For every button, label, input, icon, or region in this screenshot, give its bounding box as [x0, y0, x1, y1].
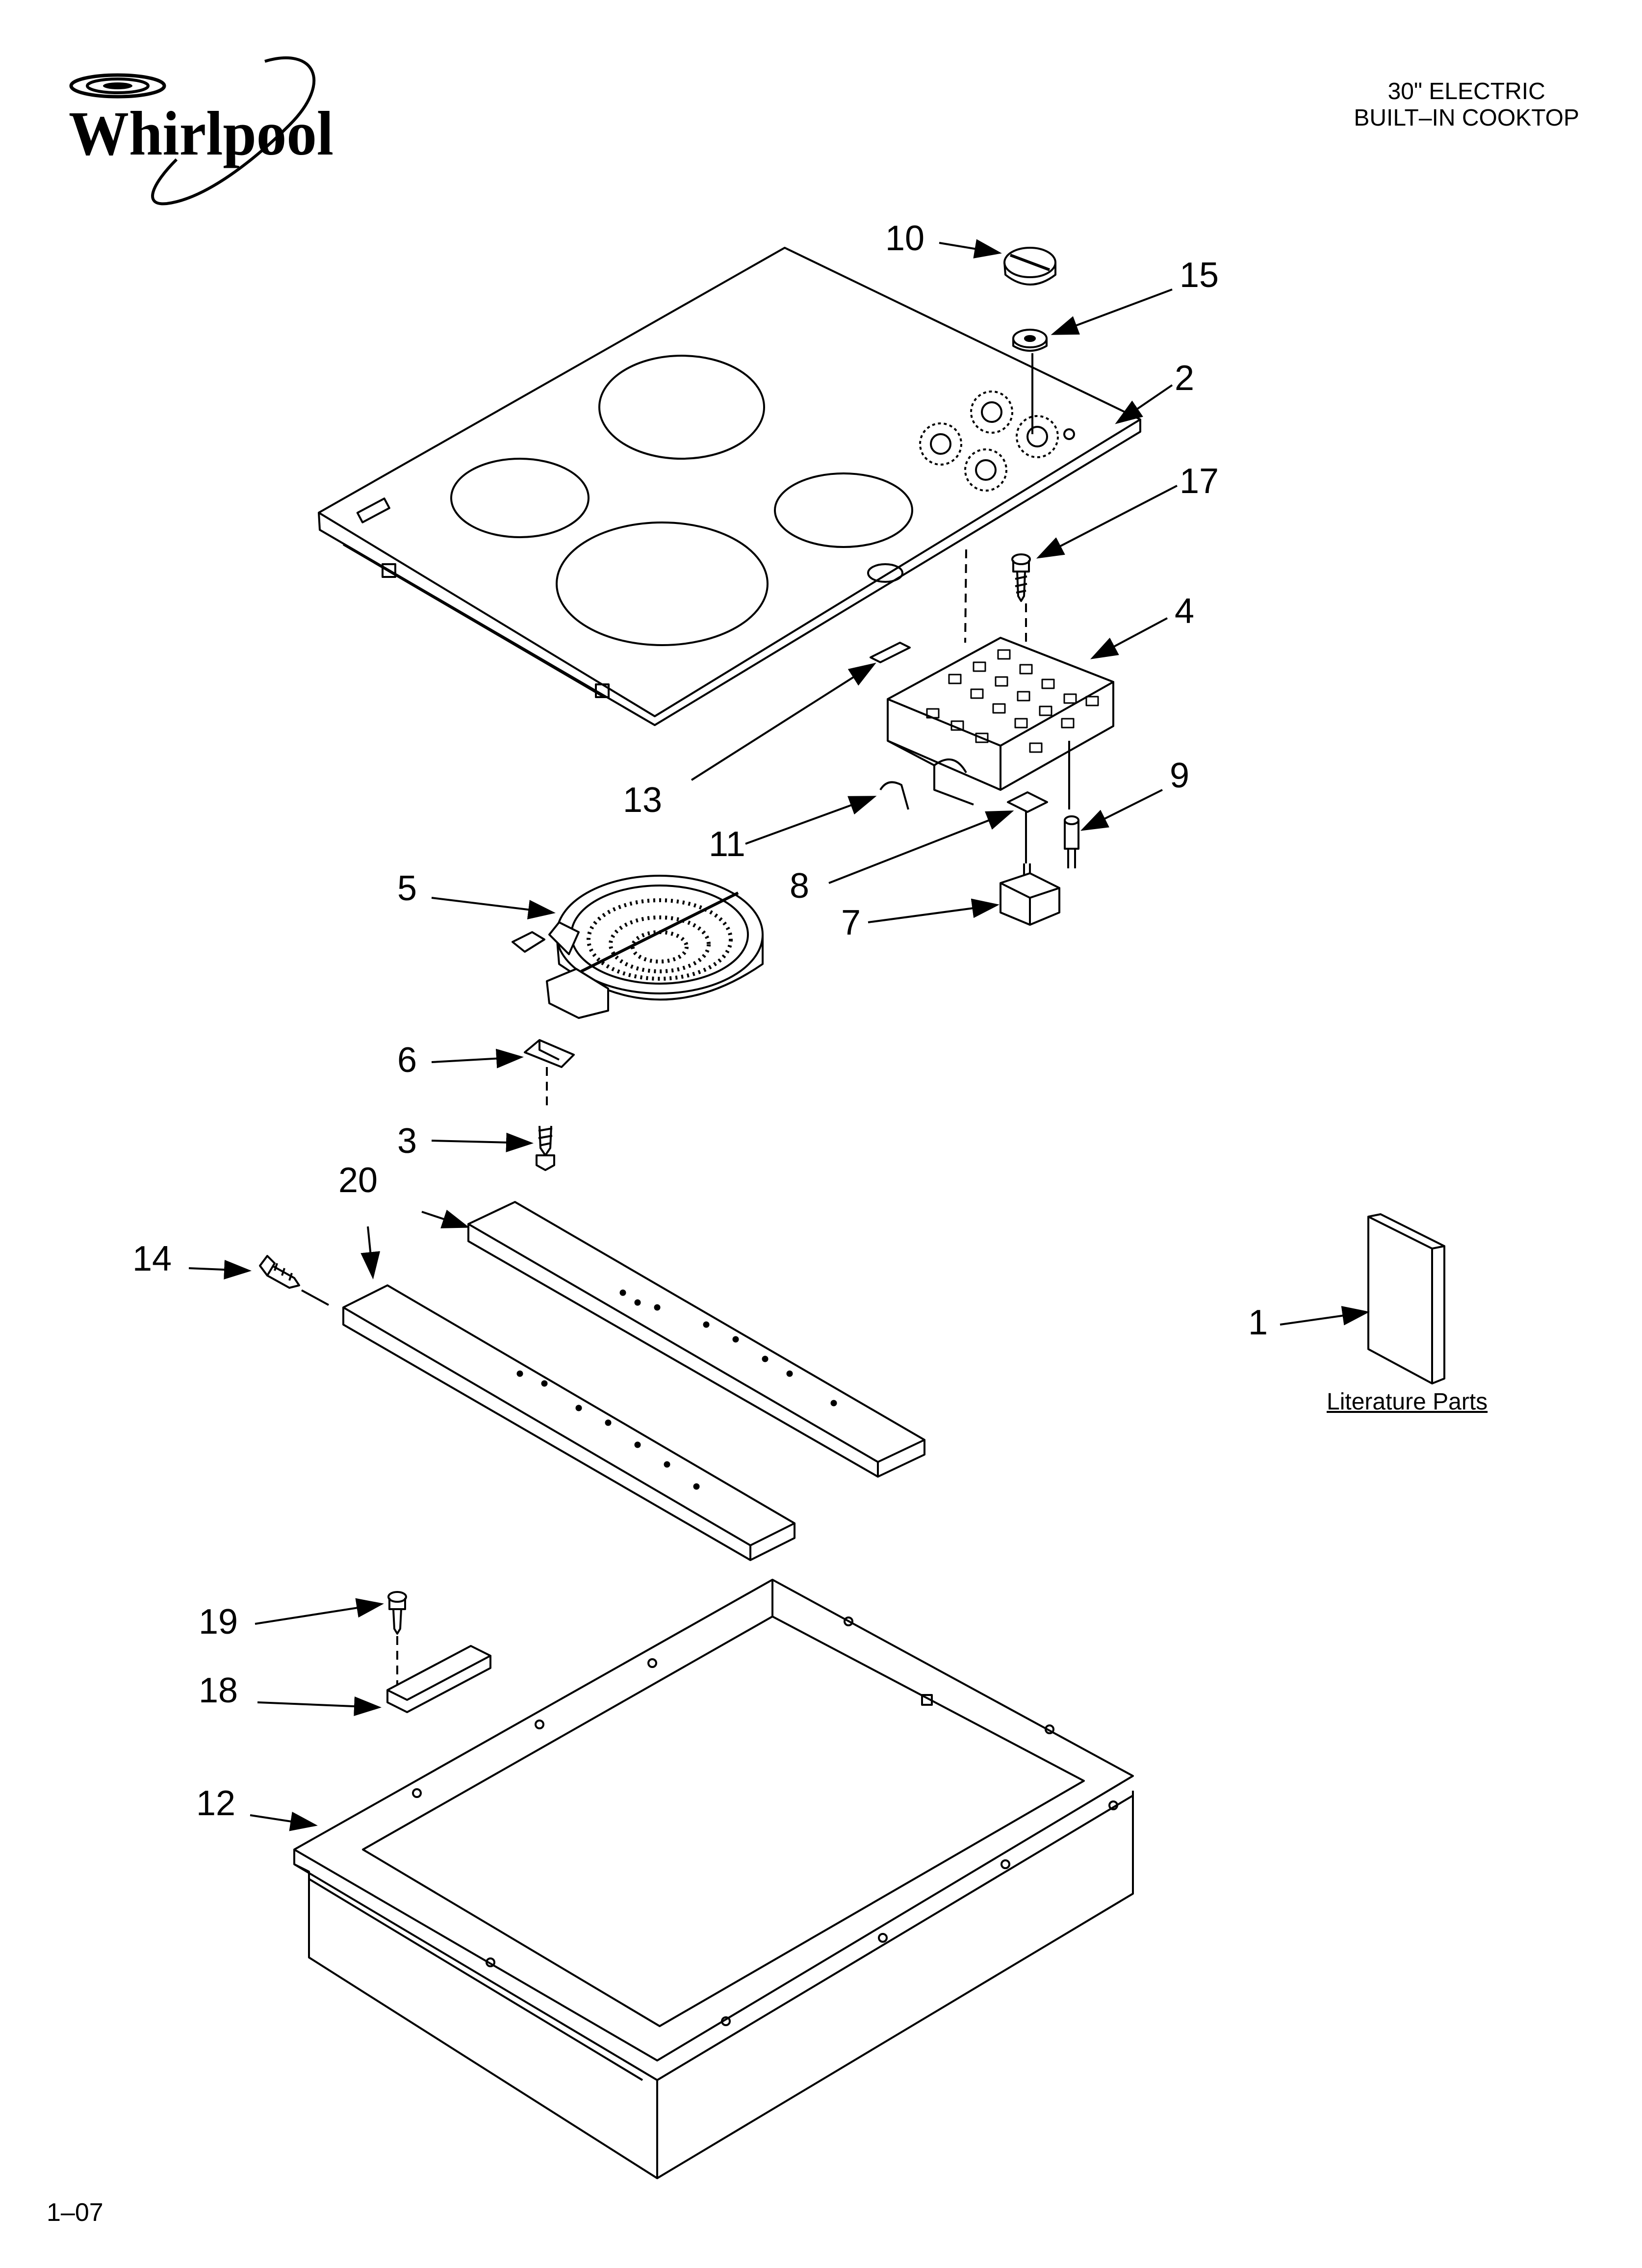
callout-20: 20	[338, 1161, 378, 1200]
callout-6: 6	[397, 1041, 417, 1080]
callout-10: 10	[885, 219, 925, 258]
callout-15: 15	[1180, 256, 1219, 295]
title-line-2: BUILT–IN COOKTOP	[1354, 105, 1579, 131]
footer-code: 1–07	[47, 2198, 103, 2227]
label-strip	[870, 642, 911, 663]
screw-3	[536, 1125, 555, 1171]
whirlpool-logo: Whirlpool	[59, 52, 343, 213]
control-bracket	[887, 637, 1114, 806]
callout-1: 1	[1248, 1303, 1268, 1342]
diagram-title: 30" ELECTRIC BUILT–IN COOKTOP	[1354, 78, 1579, 131]
mounting-rail-rear	[467, 1201, 925, 1478]
indicator-light	[1064, 815, 1079, 868]
callout-12: 12	[196, 1784, 236, 1823]
screw-14	[259, 1255, 300, 1289]
callout-2: 2	[1175, 359, 1195, 398]
callout-19: 19	[199, 1602, 238, 1642]
screw-17	[1011, 553, 1031, 602]
callout-8: 8	[790, 866, 810, 906]
literature-book	[1367, 1213, 1445, 1384]
screw-19	[387, 1591, 407, 1635]
corner-bracket	[386, 1645, 491, 1713]
logo-wordmark: Whirlpool	[69, 99, 334, 168]
knob-washer	[1012, 329, 1048, 352]
callout-4: 4	[1175, 592, 1195, 631]
cooktop-glass-top	[318, 247, 1141, 726]
literature-parts-label: Literature Parts	[1327, 1389, 1488, 1415]
callout-9: 9	[1170, 756, 1190, 795]
insulator	[1007, 791, 1048, 813]
spring-clip	[879, 781, 909, 810]
mounting-rail-front	[342, 1284, 795, 1561]
callout-11: 11	[709, 825, 745, 864]
callout-17: 17	[1180, 462, 1219, 501]
callout-3: 3	[397, 1121, 417, 1161]
callout-14: 14	[132, 1239, 172, 1278]
control-knob	[1003, 247, 1056, 286]
element-clip	[524, 1039, 575, 1068]
callout-7: 7	[841, 903, 861, 942]
title-line-1: 30" ELECTRIC	[1387, 78, 1545, 104]
base-tray	[293, 1579, 1134, 2179]
callout-13: 13	[623, 781, 663, 820]
infinite-switch	[1000, 863, 1060, 926]
callout-5: 5	[397, 869, 417, 908]
radiant-surface-element	[512, 875, 764, 1019]
control-rosettes	[919, 391, 1059, 492]
callout-18: 18	[199, 1671, 238, 1710]
